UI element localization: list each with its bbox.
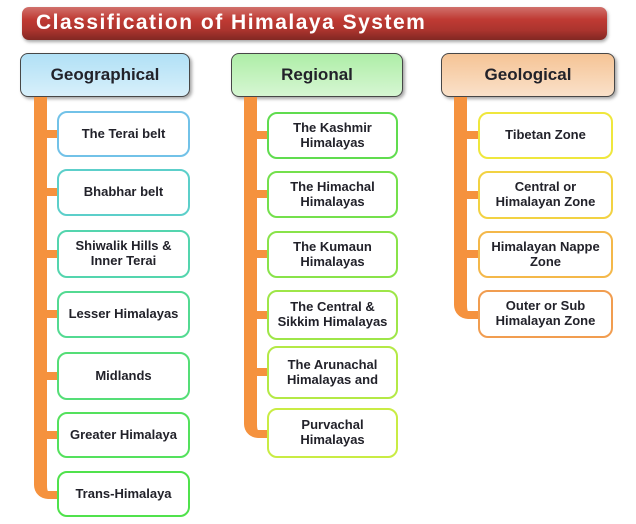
connector-tick xyxy=(47,310,57,318)
connector-tick xyxy=(47,372,57,380)
connector-line xyxy=(244,97,257,412)
node-label: Central or Himalayan Zone xyxy=(495,179,596,209)
node-the-kumaun-himalayas: The Kumaun Himalayas xyxy=(267,231,398,278)
node-label: The Central & Sikkim Himalayas xyxy=(277,299,388,329)
header-geological: Geological xyxy=(441,53,615,97)
connector-line xyxy=(34,97,47,473)
connector-line xyxy=(454,97,467,293)
connector-tick xyxy=(257,131,267,139)
node-greater-himalaya: Greater Himalaya xyxy=(57,412,190,458)
node-label: Midlands xyxy=(95,367,152,383)
node-the-kashmir-himalayas: The Kashmir Himalayas xyxy=(267,112,398,159)
connector-tick xyxy=(257,311,267,319)
diagram-title: Classification of Himalaya System xyxy=(22,7,607,40)
header-regional: Regional xyxy=(231,53,403,97)
node-bhabhar-belt: Bhabhar belt xyxy=(57,169,190,216)
node-label: Purvachal Himalayas xyxy=(300,417,365,447)
connector-elbow xyxy=(34,473,58,499)
node-label: Lesser Himalayas xyxy=(68,306,179,322)
node-himalayan-nappe-zone: Himalayan Nappe Zone xyxy=(478,231,613,278)
node-purvachal-himalayas: Purvachal Himalayas xyxy=(267,408,398,458)
node-the-himachal-himalayas: The Himachal Himalayas xyxy=(267,171,398,218)
header-geographical: Geographical xyxy=(20,53,190,97)
node-label: Outer or Sub Himalayan Zone xyxy=(495,298,596,328)
connector-tick xyxy=(47,250,57,258)
node-label: The Arunachal Himalayas and xyxy=(286,356,379,387)
node-midlands: Midlands xyxy=(57,352,190,400)
node-central-or-himalayan-zone: Central or Himalayan Zone xyxy=(478,171,613,219)
node-the-arunachal-himalayas-and: The Arunachal Himalayas and xyxy=(267,346,398,399)
node-label: The Kashmir Himalayas xyxy=(293,119,372,150)
node-label: The Kumaun Himalayas xyxy=(293,238,372,269)
node-label: The Himachal Himalayas xyxy=(290,178,375,209)
node-shiwalik-hills-inner-terai: Shiwalik Hills & Inner Terai xyxy=(57,230,190,278)
node-label: Trans-Himalaya xyxy=(75,485,172,501)
node-outer-or-sub-himalayan-zone: Outer or Sub Himalayan Zone xyxy=(478,290,613,338)
node-tibetan-zone: Tibetan Zone xyxy=(478,112,613,159)
node-lesser-himalayas: Lesser Himalayas xyxy=(57,291,190,338)
node-label: Shiwalik Hills & Inner Terai xyxy=(75,238,172,268)
connector-tick xyxy=(467,250,478,258)
connector-tick xyxy=(47,188,57,196)
connector-tick xyxy=(257,190,267,198)
connector-tick xyxy=(467,131,478,139)
node-label: Greater Himalaya xyxy=(70,426,177,442)
connector-tick xyxy=(47,130,57,138)
node-trans-himalaya: Trans-Himalaya xyxy=(57,471,190,517)
connector-tick xyxy=(467,191,478,199)
node-label: Himalayan Nappe Zone xyxy=(491,238,600,269)
node-label: The Terai belt xyxy=(81,125,166,141)
connector-tick xyxy=(257,250,267,258)
connector-elbow xyxy=(454,293,479,319)
connector-elbow xyxy=(244,412,268,438)
node-label: Tibetan Zone xyxy=(505,127,586,143)
node-the-central-sikkim-himalayas: The Central & Sikkim Himalayas xyxy=(267,290,398,340)
node-label: Bhabhar belt xyxy=(83,184,164,200)
connector-tick xyxy=(257,368,267,376)
connector-tick xyxy=(47,431,57,439)
node-the-terai-belt: The Terai belt xyxy=(57,111,190,157)
